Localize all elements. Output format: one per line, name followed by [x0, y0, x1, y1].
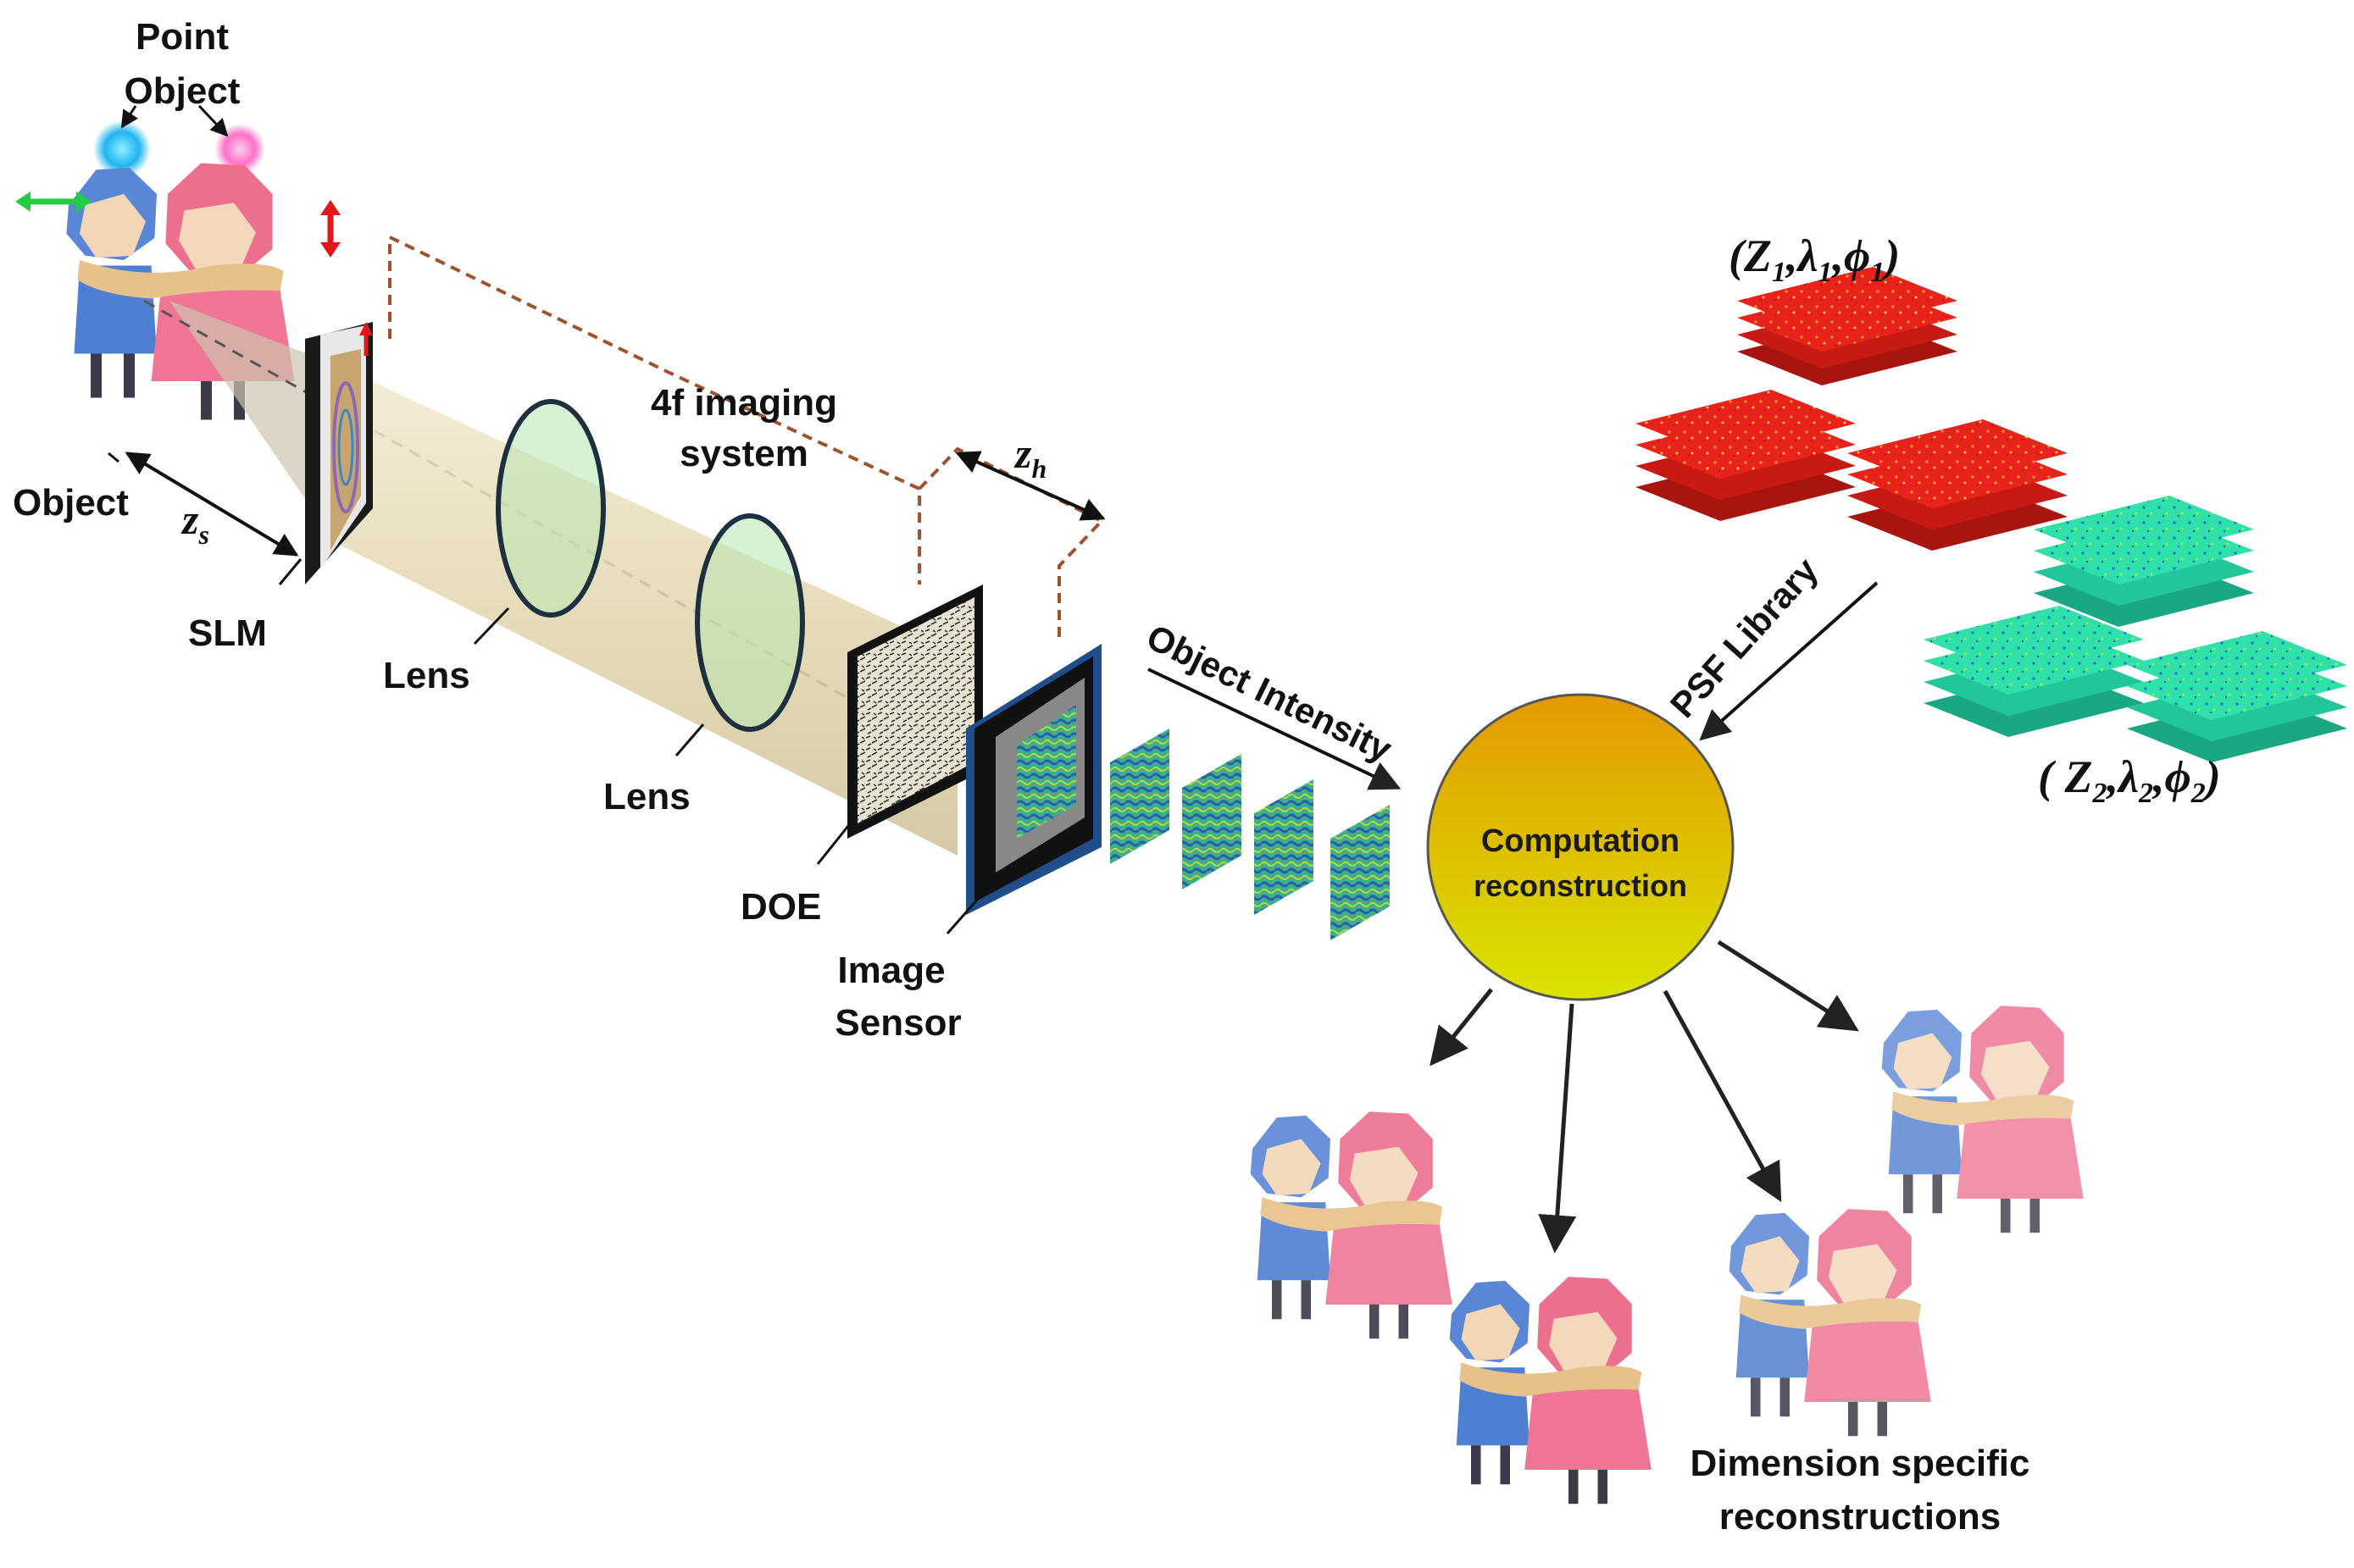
psf-stack-green — [1924, 496, 2347, 762]
4f-imaging-label-line1: 4f imaging — [651, 382, 837, 424]
4f-imaging-label-line2: system — [680, 433, 808, 474]
intensity-frame-4 — [1330, 805, 1390, 940]
reconstruction-2 — [1449, 1277, 1652, 1504]
lens-2-label: Lens — [603, 776, 691, 817]
lens-1-label: Lens — [383, 655, 470, 696]
zs-label: zs — [180, 496, 209, 550]
computation-label-line1: Computation — [1481, 823, 1679, 859]
zh-distance-arrow — [955, 451, 1106, 521]
reconstruction-1 — [1250, 1111, 1452, 1339]
reconstruction-3 — [1729, 1209, 1931, 1437]
blue-point-source — [93, 120, 151, 178]
image-sensor — [966, 644, 1102, 915]
dimension-specific-label-line2: reconstructions — [1719, 1496, 2001, 1538]
object-intensity-label: Object Intensity — [1141, 617, 1398, 770]
image-sensor-label-line2: Sensor — [835, 1002, 961, 1044]
intensity-frames — [1110, 729, 1390, 940]
4f-system-bracket — [388, 234, 921, 585]
doe-label: DOE — [741, 886, 821, 928]
point-object-sources — [93, 104, 265, 178]
object-label: Object — [13, 482, 129, 524]
lateral-motion-arrow — [15, 191, 92, 212]
psf-library-arrow — [1699, 581, 1879, 741]
lens-1 — [496, 399, 606, 618]
light-beam — [335, 364, 958, 856]
axial-motion-arrow — [320, 200, 341, 258]
psf-stack-red — [1635, 267, 2068, 551]
slm-label: SLM — [188, 612, 267, 654]
object-intensity-arrow — [1147, 668, 1402, 790]
slm-panel — [305, 322, 373, 585]
zh-label: zh — [1013, 429, 1047, 484]
intensity-frame-1 — [1110, 729, 1169, 864]
point-object-label-line2: Object — [125, 70, 241, 112]
image-sensor-label-line1: Image — [837, 950, 945, 991]
point-object-pointer-pink — [197, 104, 229, 137]
dimension-specific-label-line1: Dimension specific — [1690, 1443, 2029, 1484]
reconstruction-arrows — [1430, 939, 1859, 1254]
zh-bracket — [918, 446, 1105, 644]
intensity-frame-3 — [1254, 779, 1313, 915]
psf-set-2-label: ( Z2,λ2,ϕ2) — [2038, 751, 2221, 809]
label-pointers — [108, 452, 980, 934]
point-object-label-line1: Point — [136, 16, 229, 58]
lens-2 — [695, 513, 805, 732]
point-object-pointer-blue — [120, 105, 139, 129]
doe-panel — [847, 585, 983, 839]
computation-reconstruction-node: Computation reconstruction — [1426, 693, 1735, 1001]
zs-distance-arrow — [125, 452, 299, 557]
computation-label-line2: reconstruction — [1474, 868, 1687, 903]
reconstruction-4 — [1881, 1006, 2084, 1233]
psf-set-1-label: (Z1,λ1,ϕ1) — [1729, 230, 1900, 288]
intensity-frame-2 — [1182, 754, 1241, 889]
